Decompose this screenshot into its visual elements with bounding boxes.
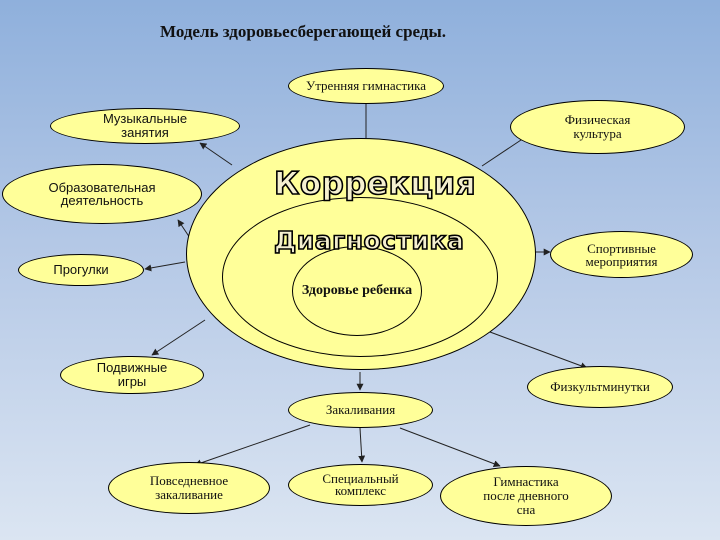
- node-music: Музыкальные занятия: [50, 108, 240, 144]
- line-fizminutes: [489, 331, 588, 370]
- node-physical-culture: Физическая культура: [510, 100, 685, 154]
- node-hardening: Закаливания: [288, 392, 433, 428]
- line-after-sleep: [399, 427, 501, 468]
- node-sport-events: Спортивные мероприятия: [550, 231, 693, 278]
- node-fizminutes: Физкультминутки: [527, 366, 673, 408]
- node-outdoor-games: Подвижные игры: [60, 356, 204, 394]
- node-daily-hardening: Повседневное закаливание: [108, 462, 270, 514]
- line-outdoor-games: [151, 319, 206, 356]
- page-title: Модель здоровьесберегающей среды.: [160, 22, 447, 41]
- line-music: [199, 142, 233, 166]
- correction-label: Коррекция: [273, 165, 477, 203]
- line-special-complex: [358, 427, 366, 463]
- health-label: Здоровье ребенка: [301, 283, 413, 298]
- node-special-complex: Специальный комплекс: [288, 464, 433, 506]
- diagnostics-label: Диагностика: [273, 225, 465, 256]
- node-morning-gym: Утренняя гимнастика: [288, 68, 444, 104]
- line-walks: [144, 261, 186, 272]
- node-walks: Прогулки: [18, 254, 144, 286]
- line-daily-hardening: [194, 424, 311, 467]
- node-education: Образовательная деятельность: [2, 164, 202, 224]
- node-after-sleep-gym: Гимнастика после дневного сна: [440, 466, 612, 526]
- inner-ring: [292, 246, 422, 336]
